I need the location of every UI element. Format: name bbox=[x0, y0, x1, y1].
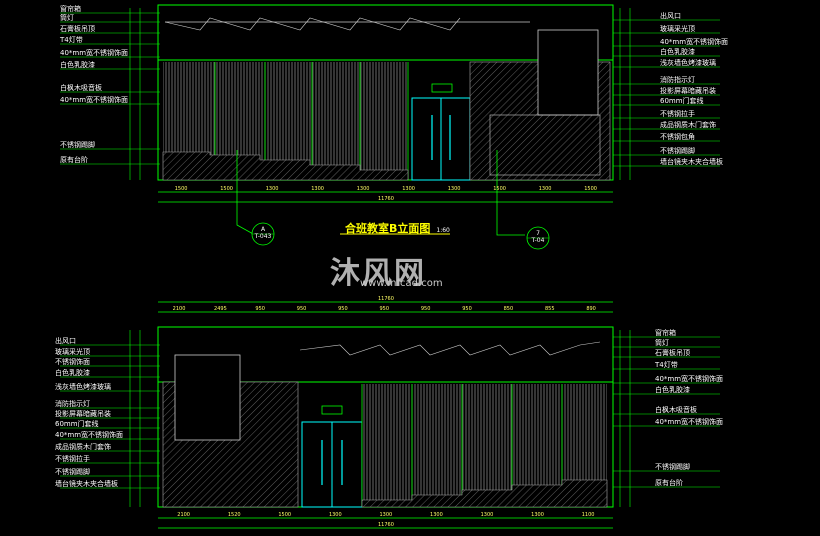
callout-label: 60mm门套线 bbox=[660, 97, 704, 105]
dimension-value: 1300 bbox=[311, 186, 324, 192]
callout-label: 筒灯 bbox=[655, 339, 669, 347]
dimension-total: 11760 bbox=[378, 522, 394, 528]
bottom-stepped-floor bbox=[361, 479, 608, 508]
callout-label: 不锈钢踢脚 bbox=[55, 468, 90, 476]
dimension-value: 1300 bbox=[328, 512, 342, 518]
dimension-value: 1500 bbox=[493, 186, 506, 192]
dimension-value: 1500 bbox=[174, 186, 188, 192]
callout-label: 成品钢质木门套饰 bbox=[660, 121, 716, 129]
dimension-value: 1500 bbox=[584, 186, 597, 192]
dimension-value: 1300 bbox=[538, 186, 552, 192]
callout-label: 40*mm宽不锈钢饰面 bbox=[60, 96, 129, 104]
callout-label: T4灯带 bbox=[60, 36, 83, 44]
dimension-value: 1300 bbox=[265, 186, 279, 192]
callout-label: 投影屏幕暗藏吊装 bbox=[55, 410, 111, 418]
callout-label: 投影屏幕暗藏吊装 bbox=[660, 87, 716, 95]
dimension-value: 2100 bbox=[172, 306, 186, 312]
callout-label: 白色乳胶漆 bbox=[55, 369, 90, 377]
callout-label: 墙台镜夹木夹合墙板 bbox=[660, 158, 723, 166]
dimension-value: 2100 bbox=[177, 512, 190, 518]
callout-label: 浅灰墙色烤漆玻璃 bbox=[660, 59, 716, 67]
callout-label: 不锈钢踢脚 bbox=[60, 141, 95, 149]
callout-label: 浅灰墙色烤漆玻璃 bbox=[55, 383, 111, 391]
callout-label: 石膏板吊顶 bbox=[655, 349, 690, 357]
callout-label: 40*mm宽不锈钢饰面 bbox=[60, 49, 129, 57]
dimension-value: 850 bbox=[503, 306, 514, 312]
callout-label: 白色乳胶漆 bbox=[60, 61, 95, 69]
dimension-value: 950 bbox=[462, 306, 472, 312]
callout-label: 40*mm宽不锈钢饰面 bbox=[55, 431, 124, 439]
callout-label: 原有台阶 bbox=[655, 479, 683, 487]
callout-label: 40*mm宽不锈钢饰面 bbox=[660, 38, 729, 46]
callout-label: 消防指示灯 bbox=[660, 76, 695, 84]
bottom-elevation bbox=[60, 301, 720, 529]
dimension-total: 11760 bbox=[378, 196, 394, 202]
callout-label: 白色乳胶漆 bbox=[655, 386, 690, 394]
callout-label: 玻璃采光顶 bbox=[660, 25, 695, 33]
dimension-value: 950 bbox=[296, 306, 307, 312]
dimension-total: 11760 bbox=[378, 296, 394, 302]
dimension-value: 1500 bbox=[220, 186, 233, 192]
callout-label: 消防指示灯 bbox=[55, 400, 90, 408]
callout-label: 石膏板吊顶 bbox=[60, 25, 95, 33]
callout-label: 60mm门套线 bbox=[55, 420, 99, 428]
dimension-value: 1500 bbox=[278, 512, 292, 518]
dimension-value: 950 bbox=[379, 306, 390, 312]
dimension-value: 1300 bbox=[480, 512, 494, 518]
dimension-value: 855 bbox=[544, 306, 555, 312]
dimension-value: 2495 bbox=[214, 306, 227, 312]
dimension-value: 1520 bbox=[227, 512, 241, 518]
callout-label: 白枫木吸音板 bbox=[60, 84, 102, 92]
callout-label: 窗帘箱 bbox=[60, 5, 81, 13]
callout-label: 墙台镜夹木夹合墙板 bbox=[55, 480, 118, 488]
callout-label: 出风口 bbox=[55, 337, 76, 345]
callout-label: 筒灯 bbox=[60, 14, 74, 22]
top-projection-screen bbox=[537, 29, 599, 116]
callout-label: 40*mm宽不锈钢饰面 bbox=[655, 418, 724, 426]
callout-label: T4灯带 bbox=[655, 361, 678, 369]
callout-label: 窗帘箱 bbox=[655, 329, 676, 337]
dimension-value: 950 bbox=[420, 306, 431, 312]
drawing-scale: 1:60 bbox=[436, 227, 450, 234]
dimension-value: 1300 bbox=[430, 512, 443, 518]
dimension-value: 950 bbox=[255, 306, 265, 312]
dimension-value: 1100 bbox=[581, 512, 595, 518]
callout-label: 不锈钢包角 bbox=[660, 133, 695, 141]
callout-label: 40*mm宽不锈钢饰面 bbox=[655, 375, 724, 383]
watermark-logo: 沐风网 bbox=[330, 256, 426, 291]
bottom-projection-screen bbox=[174, 354, 241, 441]
top-elevation bbox=[60, 4, 720, 250]
callout-label: 白枫木吸音板 bbox=[655, 406, 697, 414]
callout-label: 不锈钢饰面 bbox=[55, 358, 90, 366]
callout-label: 出风口 bbox=[660, 12, 681, 20]
callout-label: 不锈钢踢脚 bbox=[655, 463, 690, 471]
watermark-url: www.mfcad.com bbox=[360, 278, 443, 289]
top-stepped-floor bbox=[162, 151, 409, 181]
dimension-value: 1300 bbox=[447, 186, 461, 192]
callout-label: 不锈钢拉手 bbox=[660, 110, 695, 118]
callout-label: 不锈钢拉手 bbox=[55, 455, 90, 463]
dimension-value: 1300 bbox=[356, 186, 370, 192]
dimension-value: 1300 bbox=[402, 186, 415, 192]
dimension-value: 1300 bbox=[379, 512, 393, 518]
callout-label: 成品钢质木门套饰 bbox=[55, 443, 111, 451]
dimension-value: 1300 bbox=[531, 512, 544, 518]
callout-label: 白色乳胶漆 bbox=[660, 48, 695, 56]
dimension-value: 950 bbox=[338, 306, 348, 312]
callout-label: 不锈钢踢脚 bbox=[660, 147, 695, 155]
callout-label: 原有台阶 bbox=[60, 156, 88, 164]
dimension-value: 890 bbox=[586, 306, 596, 312]
callout-label: 玻璃采光顶 bbox=[55, 348, 90, 356]
